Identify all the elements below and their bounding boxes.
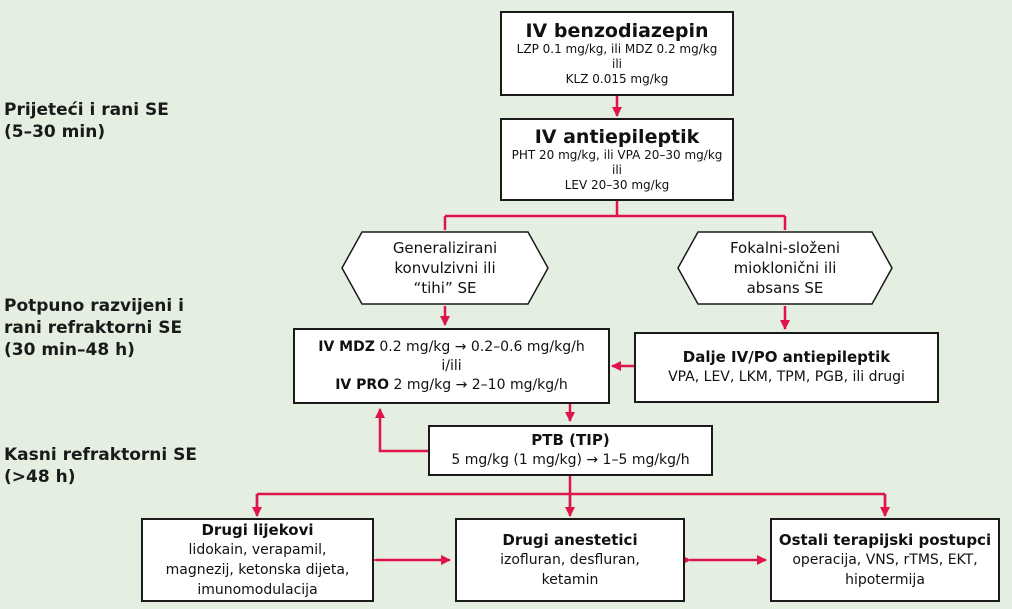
stage-label-late: Kasni refraktorni SE(>48 h) xyxy=(4,445,197,487)
box-title: Dalje IV/PO antiepileptik xyxy=(682,348,891,366)
box-title: IV antiepileptik xyxy=(534,126,700,148)
hex-generalized xyxy=(341,231,549,305)
box-dalje-antiepileptik: Dalje IV/PO antiepileptik VPA, LEV, LKM,… xyxy=(634,332,939,403)
box-ostali-postupci: Ostali terapijski postupci operacija, VN… xyxy=(770,518,1000,602)
connector-antiepileptik-split xyxy=(443,200,787,230)
box-iv-antiepileptik: IV antiepileptik PHT 20 mg/kg, ili VPA 2… xyxy=(500,118,734,201)
box-drugi-anestetici: Drugi anestetici izofluran, desfluran, k… xyxy=(455,518,685,602)
box-ptb: PTB (TIP) 5 mg/kg (1 mg/kg) → 1–5 mg/kg/… xyxy=(428,425,713,476)
box-drugi-lijekovi: Drugi lijekovi lidokain, verapamil, magn… xyxy=(141,518,374,602)
box-title: Drugi lijekovi xyxy=(201,520,314,539)
box-title: Drugi anestetici xyxy=(502,530,638,549)
box-iv-mdz-pro: IV MDZ 0.2 mg/kg → 0.2–0.6 mg/kg/h i/ili… xyxy=(293,328,610,404)
hex-focal xyxy=(677,231,893,305)
stage-label-early: Prijeteći i rani SE(5–30 min) xyxy=(4,100,169,142)
arrow-ptb-to-mdz xyxy=(375,408,428,453)
box-title: IV benzodiazepin xyxy=(525,20,709,42)
box-iv-benzodiazepin: IV benzodiazepin LZP 0.1 mg/kg, ili MDZ … xyxy=(500,11,734,96)
box-title: Ostali terapijski postupci xyxy=(778,530,992,549)
box-title: PTB (TIP) xyxy=(531,431,610,449)
